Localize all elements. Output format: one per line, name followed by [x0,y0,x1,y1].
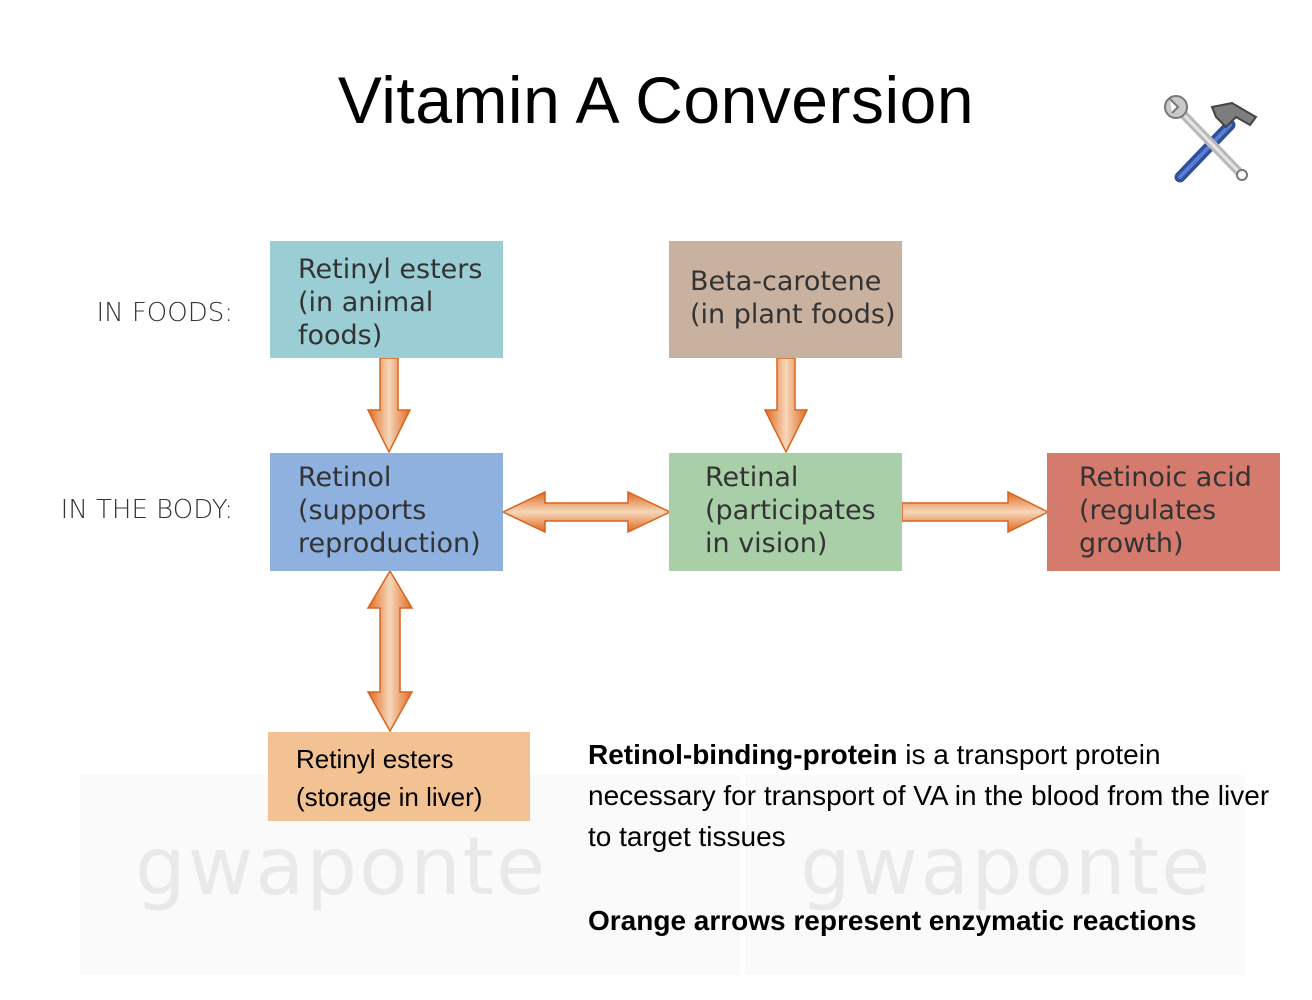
row-label-foods: IN FOODS: [96,298,233,328]
box-retinoic-acid: Retinoic acid (regulates growth) [1047,453,1280,571]
box-beta-carotene: Beta-carotene (in plant foods) [669,241,902,358]
rbp-note: Retinol-binding-protein is a transport p… [588,734,1288,857]
watermark-panel-right [745,775,1245,975]
rbp-term: Retinol-binding-protein [588,739,898,770]
legend-text: Orange arrows represent enzymatic reacti… [588,905,1197,936]
box-retinyl-esters-food: Retinyl esters (in animal foods) [270,241,503,358]
arrow-beta-carotene-to-retinal [763,357,809,454]
rbp-description: is a transport protein necessary for tra… [588,739,1270,852]
arrow-retinol-liver [366,569,414,733]
legend-note: Orange arrows represent enzymatic reacti… [588,900,1288,941]
arrow-retinol-retinal [501,490,672,534]
watermark-left: gwaponte [135,820,548,913]
box-retinyl-esters-liver: Retinyl esters (storage in liver) [268,732,530,821]
arrow-retinal-to-retinoic-acid [901,490,1050,534]
arrow-retinyl-to-retinol [366,357,412,454]
tools-icon [1160,95,1260,195]
page-title: Vitamin A Conversion [337,63,975,137]
box-retinol: Retinol (supports reproduction) [270,453,503,571]
box-retinal: Retinal (participates in vision) [669,453,902,571]
row-label-body: IN THE BODY: [60,495,233,525]
watermark-right: gwaponte [800,820,1213,913]
